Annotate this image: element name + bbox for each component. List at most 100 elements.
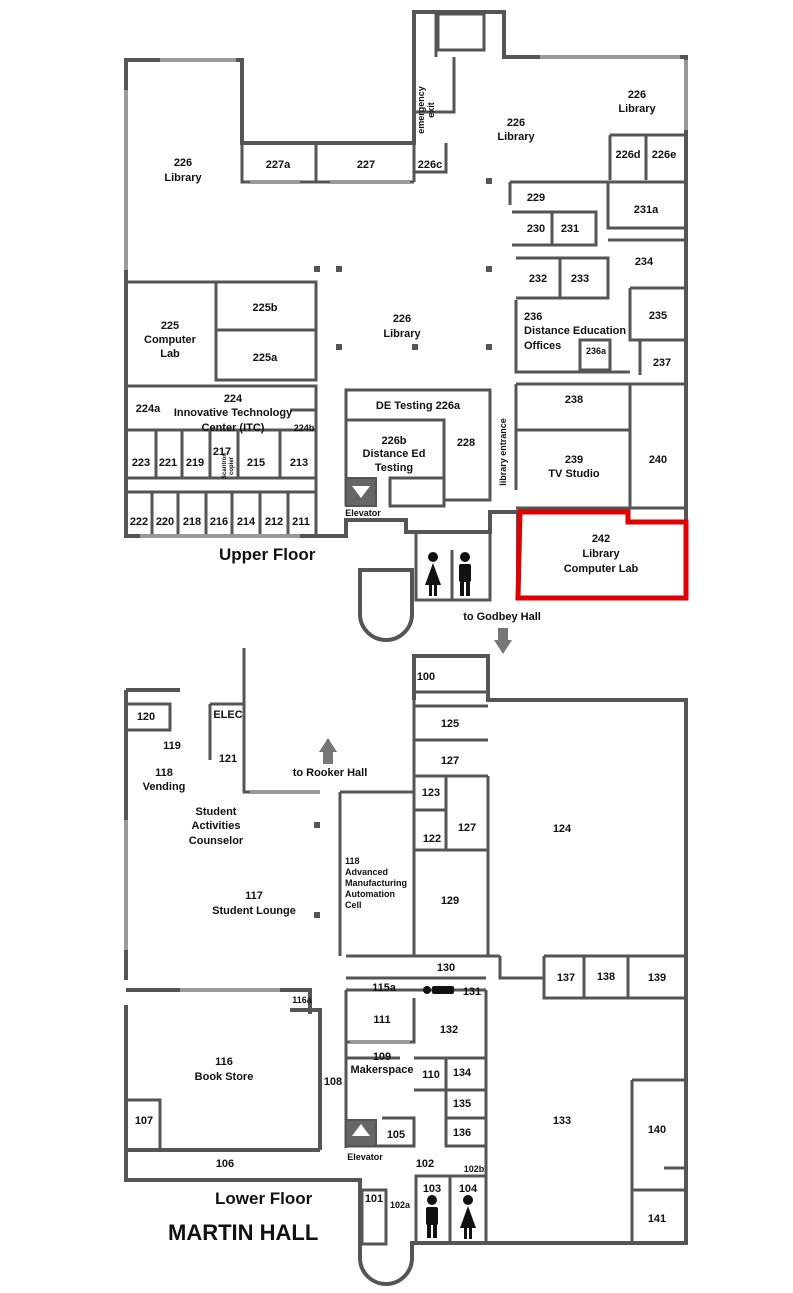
room-140-label: 140 (648, 1124, 666, 1136)
room-129-label: 129 (441, 895, 459, 907)
room-115a-label: 115a (372, 982, 397, 994)
upper-floor-title: Upper Floor (219, 545, 316, 564)
room-221-label: 221 (159, 457, 177, 469)
lower-floor-windows (124, 790, 410, 1044)
lower-floor-title: Lower Floor (215, 1189, 313, 1208)
room-227a-label: 227a (266, 159, 291, 171)
room-131-label: 131 (463, 986, 481, 998)
room-136-label: 136 (453, 1127, 471, 1139)
room-106-label: 106 (216, 1158, 234, 1170)
room-238-label: 238 (565, 394, 583, 406)
restroom-men-icon (426, 1195, 438, 1238)
room-213-label: 213 (290, 457, 308, 469)
room-224a-label: 224a (136, 403, 161, 415)
room-214-label: 214 (237, 516, 256, 528)
room-111-label: 111 (373, 1014, 390, 1026)
room-122-label: 122 (423, 833, 441, 845)
room-218-label: 218 (183, 516, 201, 528)
room-226a-label: DE Testing 226a (376, 400, 461, 412)
room-102b-label: 102b (464, 1164, 485, 1174)
room-225a-label: 225a (253, 352, 278, 364)
room-127-label: 127 (441, 755, 459, 767)
room-226d-label: 226d (615, 149, 640, 161)
room-227-label: 227 (357, 159, 375, 171)
scantron-copier-label: Scantroncopier (222, 453, 235, 479)
accessible-restroom-icon (423, 986, 454, 994)
room-134-label: 134 (453, 1067, 472, 1079)
room-127-label: 127 (458, 822, 476, 834)
room-216-label: 216 (210, 516, 228, 528)
upper-columns (314, 178, 492, 350)
room-108-label: 108 (324, 1076, 342, 1088)
room-219-label: 219 (186, 457, 204, 469)
room-220-label: 220 (156, 516, 174, 528)
lower-floor-walls (124, 648, 688, 1286)
room-132-label: 132 (440, 1024, 458, 1036)
room-226c-label: 226c (418, 159, 442, 171)
room-225b-label: 225b (252, 302, 277, 314)
elevator-label: Elevator (345, 508, 381, 518)
room-137-label: 137 (557, 972, 575, 984)
room-231-label: 231 (561, 223, 579, 235)
restroom-women-icon (460, 1195, 476, 1239)
upper-floor-walls (124, 10, 688, 642)
arrow-down-icon (494, 628, 512, 654)
room-124-label: 124 (553, 823, 572, 835)
restroom-women-icon (425, 552, 441, 596)
room-119-label: 119 (163, 740, 181, 752)
room-211-label: 211 (292, 516, 310, 528)
room-236a-label: 236a (586, 346, 607, 356)
room-240-label: 240 (649, 454, 667, 466)
room-104-label: 104 (459, 1183, 478, 1195)
room-101-label: 101 (365, 1193, 383, 1205)
room-125-label: 125 (441, 718, 459, 730)
room-116a-label: 116a (292, 995, 313, 1005)
room-224b-label: 224b (294, 423, 315, 433)
room-107-label: 107 (135, 1115, 153, 1127)
library-entrance-label: library entrance (498, 418, 508, 486)
room-133-label: 133 (553, 1115, 571, 1127)
building-title: MARTIN HALL (168, 1220, 318, 1245)
lower-columns (314, 822, 320, 918)
room-141-label: 141 (648, 1213, 666, 1225)
emergency-exit-label: emergencyexit (416, 86, 436, 134)
room-212-label: 212 (265, 516, 283, 528)
room-232-label: 232 (529, 273, 547, 285)
room-139-label: 139 (648, 972, 666, 984)
restroom-men-icon (459, 552, 471, 596)
room-228-label: 228 (457, 437, 475, 449)
room-226e-label: 226e (652, 149, 676, 161)
room-138-label: 138 (597, 971, 615, 983)
room-120-label: 120 (137, 711, 155, 723)
room-233-label: 233 (571, 273, 589, 285)
room-123-label: 123 (422, 787, 440, 799)
room-135-label: 135 (453, 1098, 471, 1110)
elec-label: ELEC (213, 709, 242, 721)
room-230-label: 230 (527, 223, 545, 235)
room-215-label: 215 (247, 457, 265, 469)
room-234-label: 234 (635, 256, 654, 268)
room-100-label: 100 (417, 671, 435, 683)
room-130-label: 130 (437, 962, 455, 974)
room-223-label: 223 (132, 457, 150, 469)
room-110-label: 110 (422, 1069, 440, 1081)
room-222-label: 222 (130, 516, 148, 528)
room-121-label: 121 (219, 753, 237, 765)
